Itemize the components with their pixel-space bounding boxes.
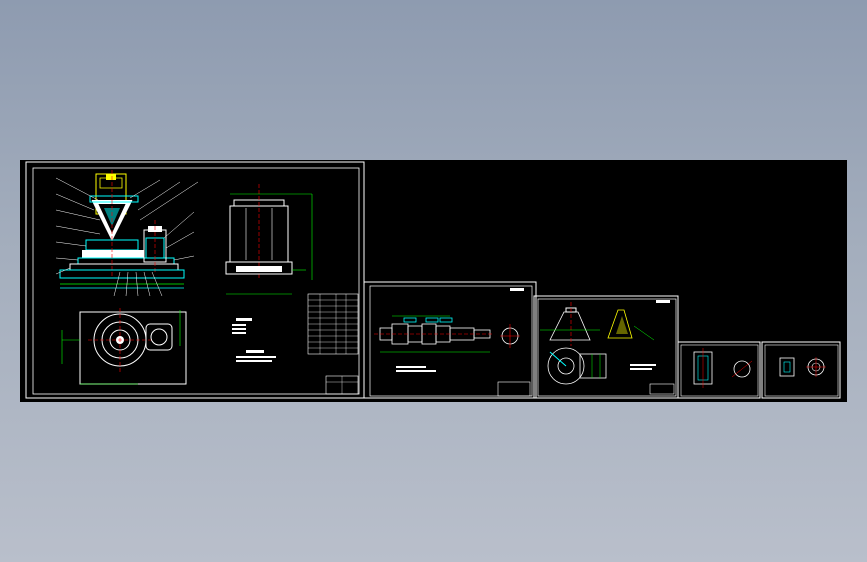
top-plan-view bbox=[61, 308, 187, 385]
technical-notes bbox=[232, 318, 276, 362]
cone-notes bbox=[630, 300, 670, 370]
small-part-drawing-b-sheet[interactable] bbox=[761, 341, 841, 399]
cone-part-drawing-sheet[interactable] bbox=[533, 295, 679, 399]
shaft-notes bbox=[396, 288, 524, 372]
sheet-frame-outer bbox=[25, 161, 365, 399]
cone-title-block bbox=[649, 383, 675, 395]
shaft-part-drawing-sheet[interactable] bbox=[363, 281, 537, 399]
parts-list-table bbox=[307, 293, 359, 355]
side-view bbox=[225, 184, 313, 295]
cad-model-space-viewport[interactable] bbox=[20, 160, 847, 402]
shaft-view bbox=[374, 315, 520, 353]
title-block bbox=[325, 375, 359, 395]
small-part-drawing-a-sheet[interactable] bbox=[677, 341, 761, 399]
assembly-drawing-sheet[interactable] bbox=[25, 161, 365, 399]
shaft-title-block bbox=[497, 381, 531, 397]
part-b-views bbox=[779, 357, 826, 377]
front-section-view bbox=[55, 170, 199, 297]
cad-drawing-canvas[interactable] bbox=[20, 160, 847, 402]
part-a-views bbox=[693, 348, 753, 388]
cone-views bbox=[540, 302, 655, 385]
sheet-frame-inner bbox=[32, 167, 360, 395]
